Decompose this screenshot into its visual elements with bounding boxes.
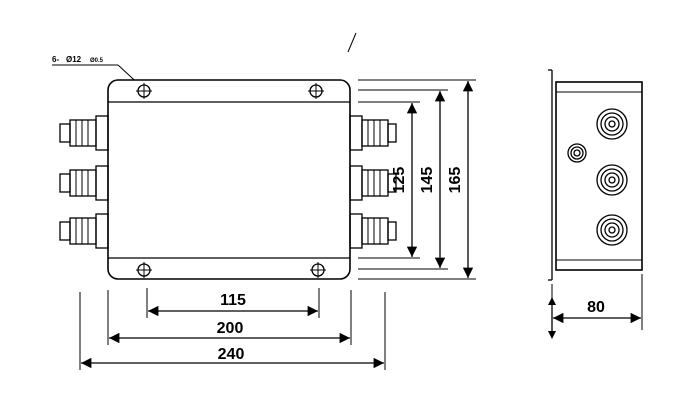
hole-prefix: 6- [52, 55, 59, 64]
terminal-right-1 [349, 115, 397, 151]
hole-diameter: Ø12 [66, 55, 82, 64]
dim-label-115: 115 [220, 292, 246, 309]
front-view: 115 200 240 165 145 125 [59, 79, 476, 370]
mounting-hole-bottom-left [136, 262, 152, 278]
terminal-right-3 [349, 213, 397, 249]
terminal-left-2 [59, 165, 109, 201]
dim-label-200: 200 [217, 320, 244, 337]
terminal-left-3 [59, 213, 109, 249]
dim-label-80: 80 [587, 299, 605, 316]
dim-label-240: 240 [218, 346, 245, 363]
ground-stud [567, 143, 587, 163]
dim-label-125: 125 [391, 167, 408, 194]
terminal-left-1 [59, 115, 109, 151]
dim-label-165: 165 [447, 167, 464, 194]
slash-mark [347, 32, 357, 53]
flange-arrow-up [548, 297, 556, 305]
side-body-outline [555, 81, 643, 271]
filter-body-outline [107, 79, 351, 280]
terminal-right-2 [349, 165, 397, 201]
side-terminal-bottom [596, 214, 628, 246]
mounting-hole-bottom-right [310, 262, 326, 278]
mounting-hole-top-left [136, 83, 152, 99]
dim-label-145: 145 [419, 167, 436, 194]
side-terminal-top [596, 108, 628, 140]
mounting-hole-top-right [308, 83, 324, 99]
side-view: 80 [548, 69, 643, 339]
side-terminal-middle [596, 164, 628, 196]
flange-arrow-down [548, 331, 556, 339]
hole-depth: Ø0.5 [90, 58, 104, 64]
